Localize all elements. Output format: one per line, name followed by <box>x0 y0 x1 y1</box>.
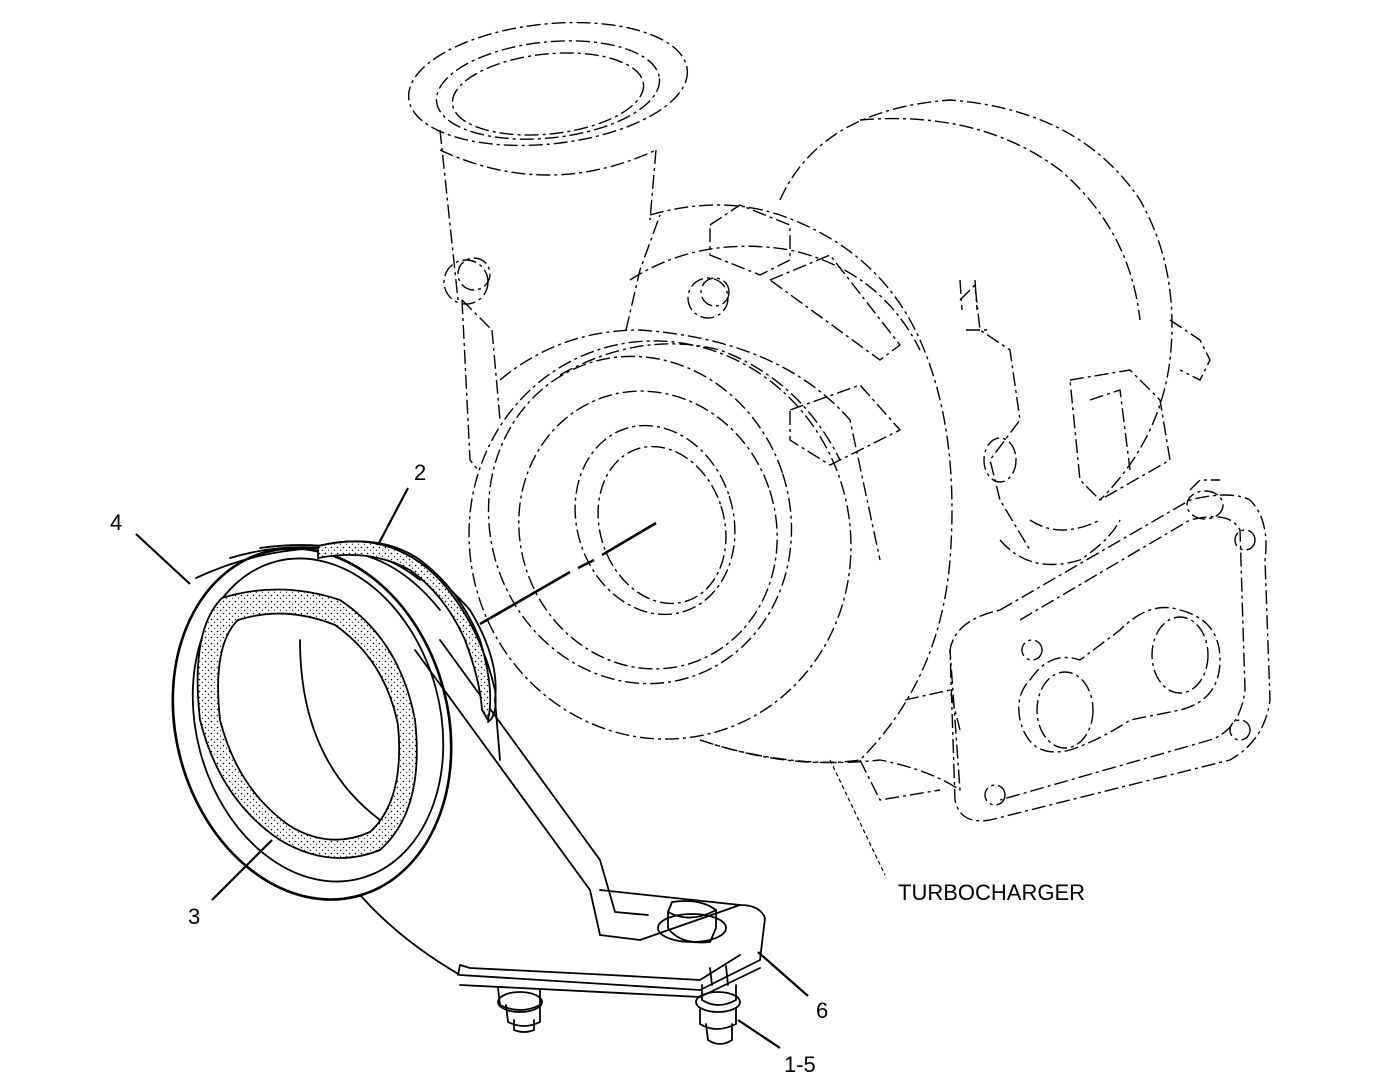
callout-part-6: 6 <box>816 998 828 1023</box>
turbocharger-clamp <box>687 204 901 466</box>
callout-part-3: 3 <box>188 904 200 929</box>
lower-bolt-left <box>497 987 543 1033</box>
leader-line-1-5 <box>737 1019 781 1049</box>
turbocharger-turbine-housing <box>779 99 1211 551</box>
leader-line-3 <box>211 839 273 901</box>
callout-part-2: 2 <box>414 460 426 485</box>
callout-part-4: 4 <box>110 510 122 535</box>
turbocharger-inlet-flange <box>407 21 689 147</box>
turbocharger-inlet-pipe <box>439 129 657 301</box>
turbocharger-volute <box>649 204 953 764</box>
turbocharger-pipe-bracket <box>461 299 501 471</box>
callout-turbocharger: TURBOCHARGER <box>898 880 1085 905</box>
turbocharger-compressor-housing <box>468 329 881 740</box>
leader-line-6 <box>757 951 809 997</box>
assembly-axis-line <box>479 521 657 626</box>
turbocharger-base <box>699 649 961 801</box>
turbocharger-leader-line <box>829 759 886 876</box>
turbocharger-exhaust-flange <box>949 479 1271 822</box>
elbow-adapter-part <box>299 543 766 998</box>
callout-part-1-5: 1-5 <box>784 1052 816 1077</box>
lower-bolt-right <box>695 965 741 1045</box>
leader-line-2 <box>377 487 409 546</box>
bracket-top-bolt <box>657 900 727 944</box>
seal-ring-part-3 <box>196 588 418 859</box>
leader-line-4 <box>135 533 191 585</box>
turbocharger-assembly <box>407 21 1271 876</box>
